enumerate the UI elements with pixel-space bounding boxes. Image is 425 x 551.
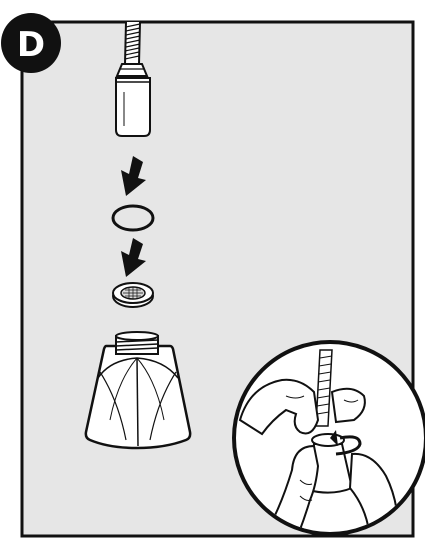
hose-ferrule <box>116 78 150 136</box>
step-badge: D <box>1 13 61 73</box>
hose-collar <box>117 64 147 76</box>
step-label: D <box>17 25 45 65</box>
screen-filter-washer <box>113 283 153 307</box>
